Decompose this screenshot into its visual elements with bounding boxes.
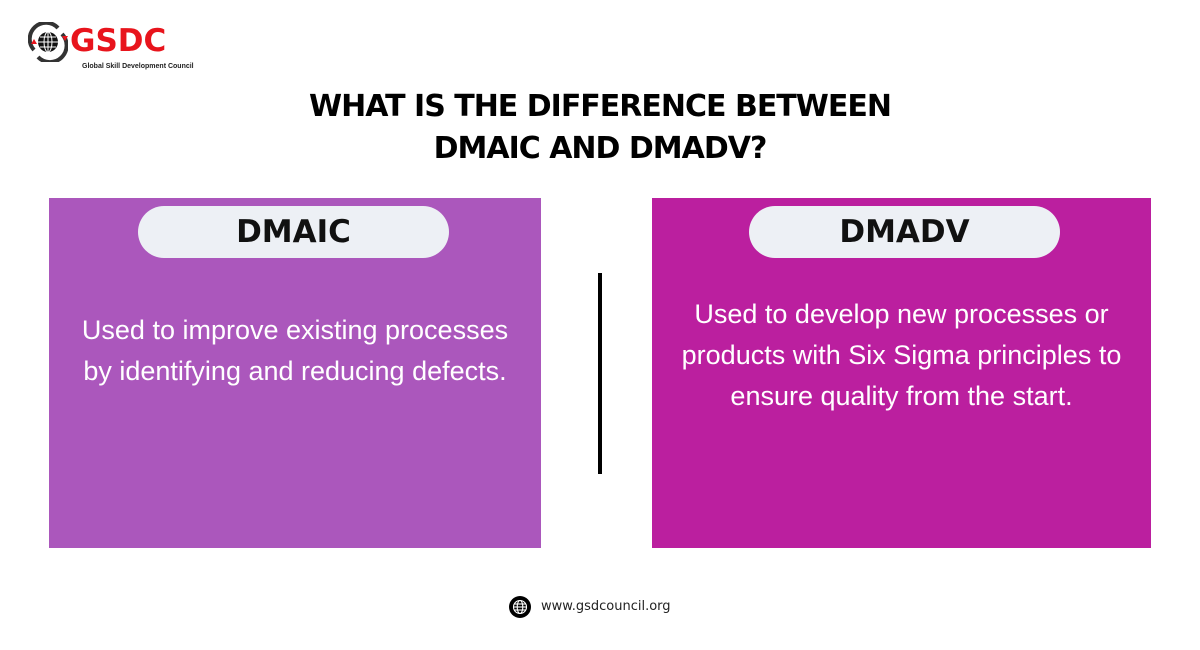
globe-icon [509,596,531,618]
title-line-1: WHAT IS THE DIFFERENCE BETWEEN [309,89,892,124]
divider [598,273,602,474]
dmadv-label: DMADV [749,206,1060,258]
footer: www.gsdcouncil.org [509,596,671,618]
page-title: WHAT IS THE DIFFERENCE BETWEEN DMAIC AND… [0,86,1200,170]
dmadv-panel: DMADV Used to develop new processes or p… [652,198,1151,548]
dmaic-panel: DMAIC Used to improve existing processes… [49,198,541,548]
dmaic-description: Used to improve existing processes by id… [81,315,509,386]
dmaic-label: DMAIC [138,206,449,258]
dmadv-description: Used to develop new processes or product… [681,299,1122,411]
website-link[interactable]: www.gsdcouncil.org [541,599,671,614]
title-line-2: DMAIC AND DMADV? [433,131,768,166]
gsdc-logo: GSDC Global Skill Development Council [28,22,194,72]
logo-name: GSDC [70,23,167,59]
globe-logo-icon [28,22,68,62]
logo-subtitle: Global Skill Development Council [82,63,194,70]
